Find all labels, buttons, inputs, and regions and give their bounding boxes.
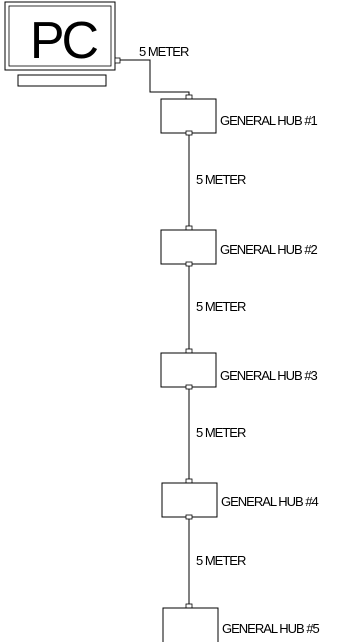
hub-5: GENERAL HUB #5: [162, 603, 321, 642]
hub-5-label: GENERAL HUB #5: [222, 621, 320, 636]
hub-3: GENERAL HUB #3: [160, 348, 319, 390]
hub-5-port-top: [185, 603, 193, 609]
link-label-3: 5 METER: [196, 299, 246, 314]
hub-2-label: GENERAL HUB #2: [220, 242, 318, 257]
hub-4-label: GENERAL HUB #4: [221, 494, 319, 509]
pc-keyboard: [17, 74, 107, 87]
hub-2: GENERAL HUB #2: [160, 225, 319, 267]
hub-3-label: GENERAL HUB #3: [220, 368, 318, 383]
hub-3-box: [160, 352, 217, 388]
hub-2-port-top: [185, 225, 193, 231]
hub-5-box: [162, 607, 219, 642]
cable-pc-hub1: [120, 59, 190, 97]
hub-1-port-bottom: [185, 130, 193, 136]
hub-3-port-top: [185, 348, 193, 354]
link-label-1: 5 METER: [139, 44, 189, 59]
pc: PC: [4, 1, 121, 87]
link-label-2: 5 METER: [196, 172, 246, 187]
link-label-4: 5 METER: [196, 425, 246, 440]
hub-1: GENERAL HUB #1: [160, 94, 319, 136]
hub-4-port-bottom: [185, 514, 193, 520]
pc-label: PC: [30, 12, 98, 70]
hub-1-label: GENERAL HUB #1: [220, 113, 318, 128]
hub-4-box: [161, 482, 218, 518]
hub-3-port-bottom: [185, 384, 193, 390]
hub-1-port-top: [185, 94, 193, 100]
hub-2-box: [160, 229, 217, 265]
hub-1-box: [160, 98, 217, 134]
pc-screen: [8, 5, 112, 67]
pc-monitor: [4, 1, 116, 71]
hub-4: GENERAL HUB #4: [161, 478, 320, 520]
link-label-5: 5 METER: [196, 553, 246, 568]
hub-4-port-top: [185, 478, 193, 484]
hub-2-port-bottom: [185, 261, 193, 267]
pc-port: [114, 57, 121, 64]
